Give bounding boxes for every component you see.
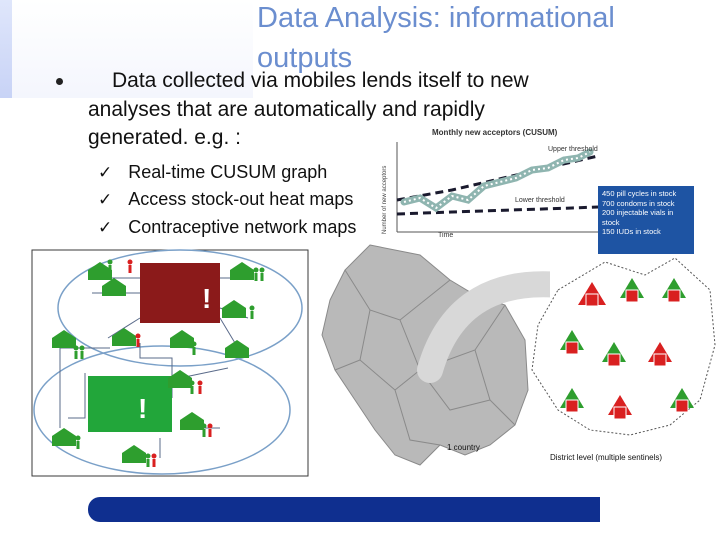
paragraph-line-3: generated. e.g. : [88, 126, 241, 149]
check-item-2: ✓ Access stock-out heat maps [98, 187, 353, 212]
stock-line: 450 pill cycles in stock [602, 189, 677, 198]
stock-info-box: 450 pill cycles in stock 700 condoms in … [598, 186, 694, 254]
paragraph-line-1: Data collected via mobiles lends itself … [112, 69, 529, 92]
checkmark-icon: ✓ [98, 218, 113, 238]
check-item-3: ✓ Contraceptive network maps [98, 215, 356, 240]
stock-line: 700 condoms in stock [602, 198, 675, 208]
lower-threshold-line [396, 205, 599, 216]
alert-red-icon: ! [202, 283, 211, 314]
network-cluster-outline [57, 249, 303, 367]
slide-title: Data Analysis: informational outputs [257, 2, 615, 74]
cusum-ylabel: Number of new acceptors [382, 165, 388, 234]
check-item-label: Contraceptive network maps [128, 217, 357, 237]
title-accent-strip [0, 0, 12, 98]
stock-line: stock [602, 217, 620, 227]
cusum-plot [396, 142, 599, 233]
checkmark-icon: ✓ [98, 163, 113, 183]
alert-node-green [88, 376, 172, 432]
person-icons [73, 259, 265, 467]
house-icons [52, 262, 254, 463]
network-cluster-outline [33, 345, 291, 475]
cusum-series-markers [403, 151, 591, 210]
country-map-label: 1 country [447, 443, 480, 452]
district-map: District level (multiple sentinels) [531, 257, 716, 462]
cusum-xlabel: Time [438, 232, 454, 239]
zoom-arrow-body [417, 271, 550, 383]
person-icons-red [127, 259, 213, 467]
check-item-label: Real-time CUSUM graph [128, 162, 328, 182]
check-item-1: ✓ Real-time CUSUM graph [98, 160, 327, 185]
alert-green-icon: ! [138, 393, 147, 424]
lower-threshold-label: Lower threshold [515, 197, 565, 204]
bullet-dot-icon [56, 78, 63, 85]
stock-line: 200 injectable vials in [602, 208, 674, 217]
footer-bar [88, 497, 600, 522]
alert-node-red [140, 263, 220, 323]
stock-line: 150 IUDs in stock [602, 227, 661, 236]
cusum-chart: Monthly new acceptors (CUSUM) Number of … [370, 122, 605, 242]
check-item-label: Access stock-out heat maps [128, 189, 354, 209]
sentinel-markers [560, 278, 694, 420]
upper-threshold-label: Upper threshold [548, 146, 598, 153]
cusum-title: Monthly new acceptors (CUSUM) [432, 128, 558, 137]
paragraph-line-2: analyses that are automatically and rapi… [88, 98, 485, 121]
title-background [0, 0, 253, 98]
checkmark-icon: ✓ [98, 190, 113, 210]
district-borders [334, 269, 516, 446]
contraceptive-network-diagram: ! ! [31, 249, 309, 477]
district-map-label: District level (multiple sentinels) [550, 453, 662, 462]
country-map: 1 country [321, 244, 550, 466]
